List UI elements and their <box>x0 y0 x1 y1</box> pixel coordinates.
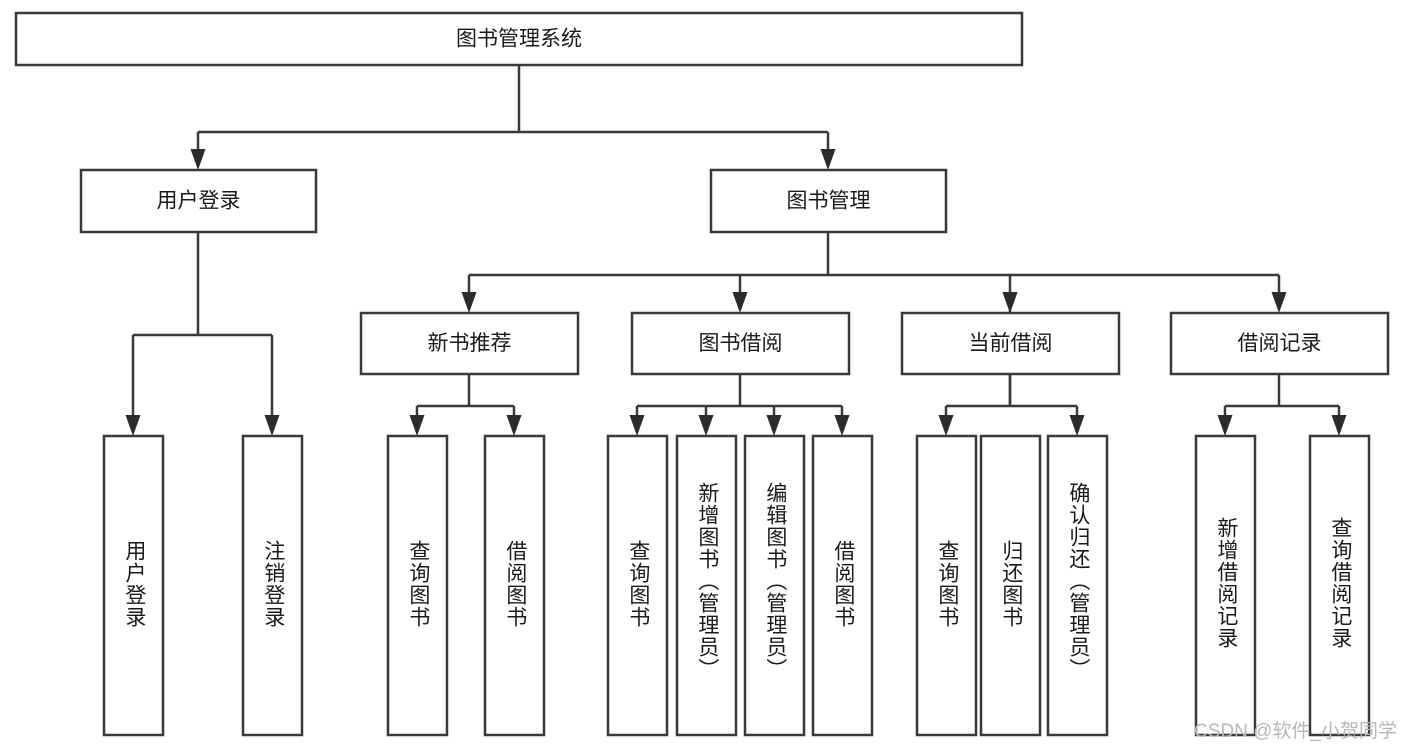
node-rect[interactable] <box>102 434 165 737</box>
node-label: 借阅记录 <box>1238 332 1322 355</box>
arrow-head-icon <box>125 415 141 436</box>
node-leaf-编辑图书（管理员）[interactable] <box>743 434 806 737</box>
node-leaf-借阅图书[interactable] <box>483 434 546 737</box>
node-rect[interactable] <box>483 434 546 737</box>
node-label: 图书管理 <box>787 190 871 213</box>
node-rect[interactable] <box>606 434 669 737</box>
node-rect[interactable] <box>900 311 1121 376</box>
node-rect[interactable] <box>979 434 1042 737</box>
arrow-head-icon <box>1271 292 1287 313</box>
node-l2-图书管理[interactable]: 图书管理 <box>709 168 948 234</box>
arrow-head-icon <box>1217 415 1233 436</box>
arrow-head-icon <box>938 415 954 436</box>
arrow-head-icon <box>698 415 714 436</box>
node-rect[interactable] <box>14 11 1024 67</box>
node-leaf-注销登录[interactable] <box>241 434 304 737</box>
arrow-head-icon <box>506 415 522 436</box>
watermark-text: CSDN @软件_小贺同学 <box>1194 721 1397 742</box>
node-leaf-查询借阅记录[interactable] <box>1308 434 1371 737</box>
node-leaf-查询图书[interactable] <box>915 434 978 737</box>
node-rect[interactable] <box>915 434 978 737</box>
node-leaf-新增借阅记录[interactable] <box>1194 434 1257 737</box>
node-leaf-查询图书[interactable] <box>606 434 669 737</box>
node-label: 当前借阅 <box>969 332 1053 355</box>
node-rect[interactable] <box>241 434 304 737</box>
node-leaf-归还图书[interactable] <box>979 434 1042 737</box>
node-leaf-确认归还（管理员）[interactable] <box>1046 434 1109 737</box>
node-rect[interactable] <box>1194 434 1257 737</box>
node-l3-图书借阅[interactable]: 图书借阅 <box>630 311 851 376</box>
node-root-图书管理系统[interactable]: 图书管理系统 <box>14 11 1024 67</box>
arrow-head-icon <box>190 149 206 170</box>
node-rect[interactable] <box>1046 434 1109 737</box>
node-rect[interactable] <box>630 311 851 376</box>
node-label: 图书借阅 <box>699 332 783 355</box>
node-rect[interactable] <box>1308 434 1371 737</box>
node-leaf-查询图书[interactable] <box>386 434 449 737</box>
node-rect[interactable] <box>386 434 449 737</box>
arrow-head-icon <box>409 415 425 436</box>
arrow-head-icon <box>629 415 645 436</box>
arrow-head-icon <box>732 292 748 313</box>
arrow-head-icon <box>264 415 280 436</box>
node-leaf-用户登录[interactable] <box>102 434 165 737</box>
node-l3-新书推荐[interactable]: 新书推荐 <box>359 311 580 376</box>
node-rect[interactable] <box>1169 311 1390 376</box>
arrow-head-icon <box>766 415 782 436</box>
arrow-head-icon <box>834 415 850 436</box>
node-label: 用户登录 <box>157 190 241 213</box>
node-l3-当前借阅[interactable]: 当前借阅 <box>900 311 1121 376</box>
arrow-head-icon <box>820 149 836 170</box>
node-rect[interactable] <box>743 434 806 737</box>
arrow-head-icon <box>1331 415 1347 436</box>
node-rect[interactable] <box>709 168 948 234</box>
node-rect[interactable] <box>675 434 738 737</box>
arrow-head-icon <box>1069 415 1085 436</box>
node-rect[interactable] <box>359 311 580 376</box>
node-leaf-新增图书（管理员）[interactable] <box>675 434 738 737</box>
node-leaf-借阅图书[interactable] <box>811 434 874 737</box>
node-label: 图书管理系统 <box>456 28 582 51</box>
arrow-head-icon <box>461 292 477 313</box>
node-rect[interactable] <box>811 434 874 737</box>
node-rect[interactable] <box>79 168 318 234</box>
node-l2-用户登录[interactable]: 用户登录 <box>79 168 318 234</box>
node-l3-借阅记录[interactable]: 借阅记录 <box>1169 311 1390 376</box>
node-label: 新书推荐 <box>428 332 512 355</box>
arrow-head-icon <box>1002 292 1018 313</box>
